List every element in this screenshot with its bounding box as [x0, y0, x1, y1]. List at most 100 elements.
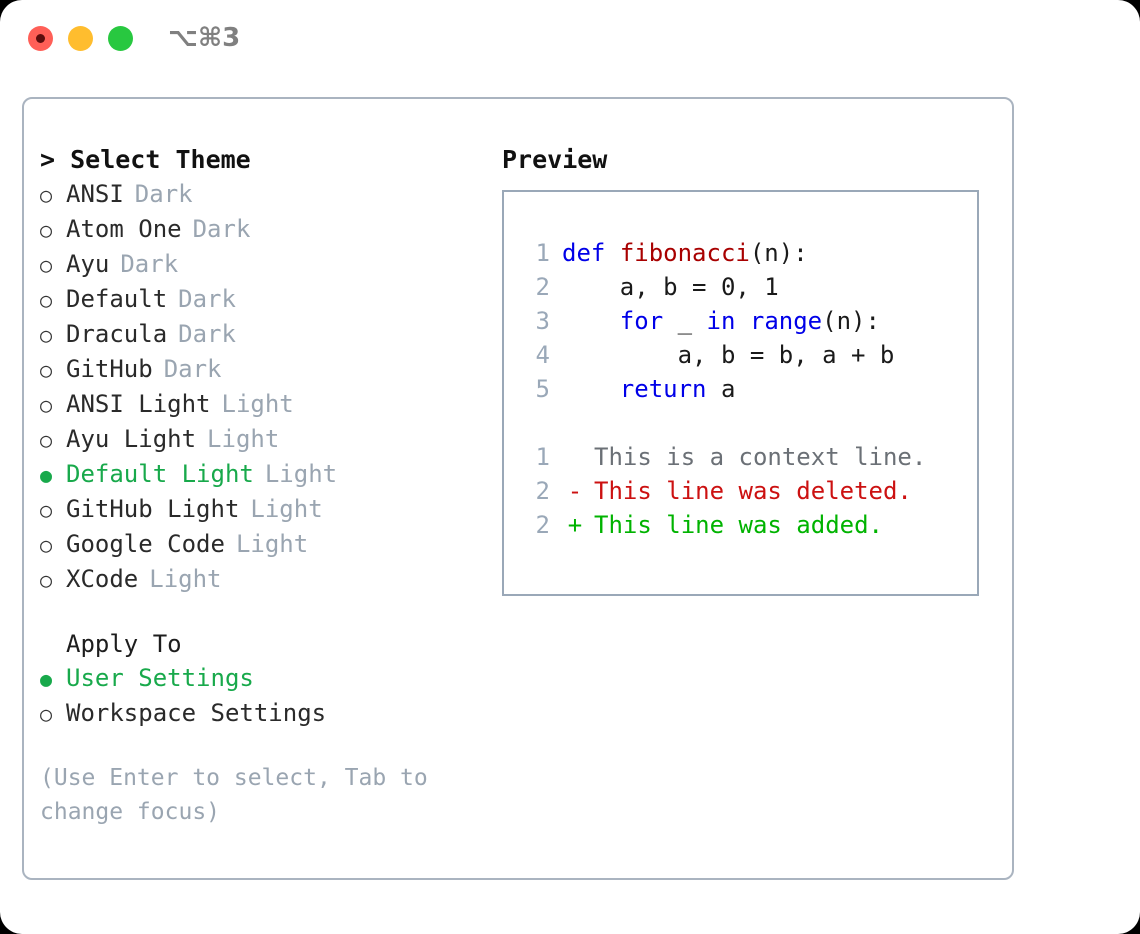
code-line: 5 return a — [504, 372, 977, 406]
minimize-window-button[interactable] — [68, 26, 93, 51]
theme-option-name: Atom One — [66, 215, 182, 243]
select-theme-heading: > Select Theme — [40, 145, 251, 174]
keyboard-hint-text: (Use Enter to select, Tab to change focu… — [40, 765, 442, 825]
maximize-window-button[interactable] — [108, 26, 133, 51]
code-token-kw: in — [706, 307, 736, 335]
theme-option-google-code[interactable]: ○ Google Code Light — [40, 527, 480, 562]
theme-option-ayu[interactable]: ○ Ayu Dark — [40, 247, 480, 282]
code-line-number: 4 — [535, 341, 550, 369]
window-controls — [28, 26, 133, 51]
diff-sample: 1 This is a context line.2-This line was… — [504, 440, 977, 542]
theme-option-kind-badge: Light — [221, 390, 294, 418]
theme-option-kind-badge: Dark — [178, 320, 236, 348]
diff-line-text: This line was added. — [594, 511, 883, 539]
code-line-number: 1 — [535, 239, 550, 267]
theme-option-name: GitHub — [66, 355, 153, 383]
diff-line-number: 1 — [535, 443, 550, 471]
code-token-kw: return — [619, 375, 707, 403]
code-line: 4 a, b = b, a + b — [504, 338, 977, 372]
radio-unselected-icon: ○ — [40, 533, 53, 557]
apply-to-options: ● User Settings ○ Workspace Settings — [40, 661, 480, 731]
diff-sign-icon: - — [567, 477, 583, 505]
diff-line-deleted: 2-This line was deleted. — [504, 474, 977, 508]
code-token-plain — [735, 307, 749, 335]
diff-line-text: This is a context line. — [594, 443, 927, 471]
code-token-plain — [562, 375, 620, 403]
close-window-button[interactable] — [28, 26, 53, 51]
code-line-number: 3 — [535, 307, 550, 335]
code-line-content: return a — [562, 372, 736, 406]
diff-line-text: This line was deleted. — [594, 477, 912, 505]
diff-line-number: 2 — [535, 477, 550, 505]
radio-unselected-icon: ○ — [40, 428, 53, 452]
apply-to-option-label: User Settings — [66, 664, 254, 692]
apply-to-section: Apply To ●User Settings○Workspace Settin… — [40, 627, 480, 731]
code-token-plain: (n): — [822, 307, 880, 335]
diff-sign-icon — [562, 440, 588, 474]
theme-option-ansi[interactable]: ○ ANSI Dark — [40, 177, 480, 212]
apply-to-option-workspace-settings[interactable]: ○ Workspace Settings — [40, 696, 480, 731]
radio-unselected-icon: ○ — [40, 323, 53, 347]
theme-option-kind-badge: Dark — [134, 180, 193, 208]
theme-option-kind-badge: Light — [235, 530, 309, 558]
radio-unselected-icon: ○ — [40, 393, 53, 417]
theme-option-kind-badge: Dark — [120, 250, 179, 278]
theme-option-ayu-light[interactable]: ○ Ayu Light Light — [40, 422, 480, 457]
apply-to-option-label: Workspace Settings — [66, 699, 327, 727]
code-line-content: a, b = 0, 1 — [562, 270, 779, 304]
theme-option-xcode[interactable]: ○ XCode Light — [40, 562, 480, 597]
theme-option-kind-badge: Dark — [178, 285, 236, 313]
apply-to-option-user-settings[interactable]: ● User Settings — [40, 661, 480, 696]
theme-option-kind-badge: Light — [207, 425, 280, 453]
code-line-number: 2 — [535, 273, 550, 301]
theme-option-name: Google Code — [66, 530, 225, 558]
radio-selected-icon: ● — [40, 667, 53, 691]
radio-unselected-icon: ○ — [40, 183, 53, 207]
theme-option-kind-badge: Light — [149, 565, 222, 593]
theme-option-name: XCode — [66, 565, 139, 593]
code-line: 3 for _ in range(n): — [504, 304, 977, 338]
window-titlebar: ⌥⌘3 — [0, 0, 1140, 78]
diff-line-added: 2+This line was added. — [504, 508, 977, 542]
code-token-kw: for — [619, 307, 664, 335]
code-line-content: for _ in range(n): — [562, 304, 880, 338]
radio-unselected-icon: ○ — [40, 253, 53, 277]
code-line: 2 a, b = 0, 1 — [504, 270, 977, 304]
radio-unselected-icon: ○ — [40, 568, 53, 592]
theme-option-name: GitHub Light — [66, 495, 240, 523]
theme-option-kind-badge: Dark — [163, 355, 222, 383]
code-token-plain — [562, 307, 620, 335]
preview-spacer — [504, 406, 977, 440]
theme-option-name: Ayu — [66, 250, 110, 278]
diff-line-context: 1 This is a context line. — [504, 440, 977, 474]
preview-heading: Preview — [502, 145, 608, 174]
radio-unselected-icon: ○ — [40, 702, 53, 726]
theme-option-dracula[interactable]: ○ Dracula Dark — [40, 317, 480, 352]
theme-option-kind-badge: Light — [250, 495, 323, 523]
theme-option-name: Ayu Light — [66, 425, 197, 453]
code-token-plain: (n): — [749, 239, 808, 267]
radio-selected-icon: ● — [40, 463, 53, 487]
code-line-content: a, b = b, a + b — [562, 338, 895, 372]
code-line-content: def fibonacci(n): — [562, 236, 808, 270]
code-token-plain — [605, 239, 619, 267]
code-token-fn: fibonacci — [619, 239, 750, 267]
theme-option-name: Dracula — [66, 320, 168, 348]
code-token-plain: a, b = b, a + b — [562, 341, 895, 369]
theme-option-name: Default Light — [66, 460, 254, 488]
theme-option-name: ANSI — [66, 180, 124, 208]
diff-line-number: 2 — [535, 511, 550, 539]
theme-option-name: Default — [66, 285, 168, 313]
